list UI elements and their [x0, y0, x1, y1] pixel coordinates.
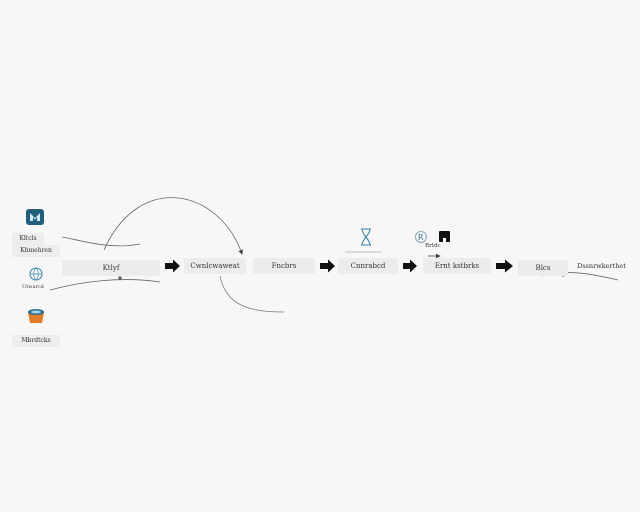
pipeline-arrow-3	[403, 259, 417, 273]
pipeline-node-5[interactable]: Ernt kstbrks	[423, 258, 491, 274]
source-label-3: Utwarcd	[22, 284, 44, 290]
globe-icon	[28, 266, 44, 282]
connector-tail	[219, 275, 285, 313]
hourglass-icon	[358, 228, 374, 246]
source-label-2: Kbmehren	[12, 245, 60, 257]
connector-source-2	[49, 279, 161, 291]
pipeline-node-6[interactable]: Blcs	[518, 260, 568, 276]
app-icon	[26, 209, 44, 225]
pipeline-node-3[interactable]: Fncbrs	[253, 258, 315, 274]
pipeline-node-4[interactable]: Cnnrabcd	[338, 258, 398, 274]
source-label-4: Mbrdtcks	[12, 335, 60, 347]
pipeline-node-2[interactable]: Cwnlcwaweat	[184, 258, 246, 274]
bucket-icon	[26, 307, 46, 325]
pipeline-node-1[interactable]: Ktlyf	[62, 260, 160, 276]
connector-source-1	[61, 236, 141, 247]
pipeline-node-7[interactable]: Dssnrwkerthet	[577, 262, 626, 270]
pipeline-arrow-1	[165, 259, 180, 273]
tools-label: Rrtdc	[425, 243, 441, 249]
source-label-1: Kltcls	[12, 233, 44, 245]
connector-top-curve	[103, 197, 243, 255]
svg-text:R: R	[418, 233, 424, 242]
connector-dot	[118, 276, 122, 280]
pipeline-arrow-4	[496, 259, 513, 273]
r-logo-icon: R	[414, 229, 428, 243]
square-logo-icon	[439, 231, 450, 243]
pipeline-arrow-2	[320, 259, 335, 273]
